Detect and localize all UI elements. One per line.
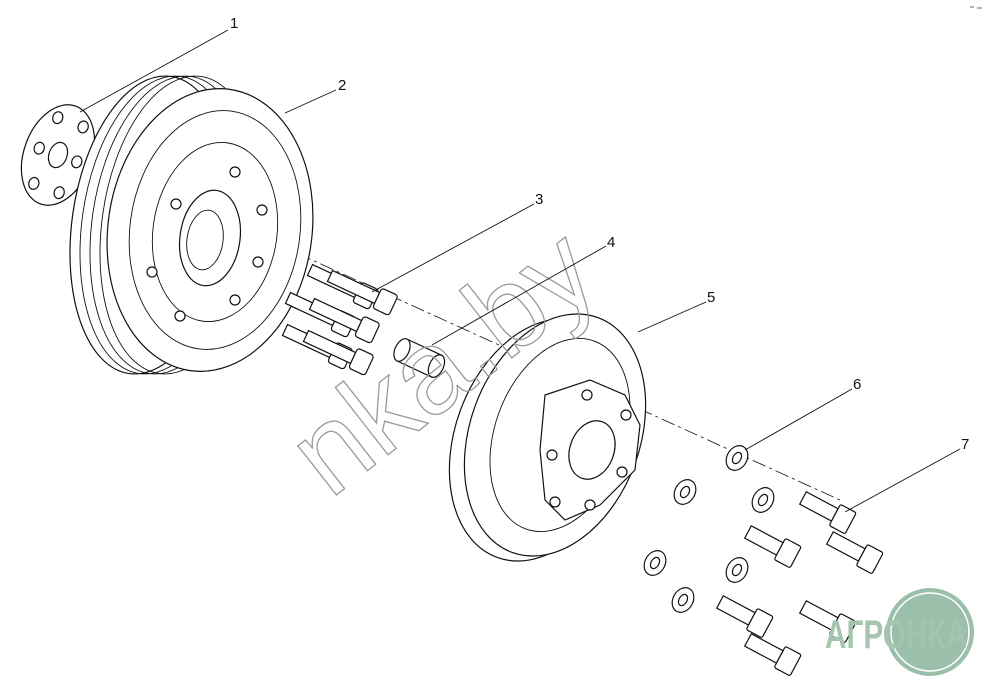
part-5-hub — [448, 313, 647, 562]
callout-2: 2 — [338, 77, 346, 94]
center-axis — [69, 149, 841, 501]
part-2-pulley — [69, 75, 314, 375]
part-7-bolts — [715, 491, 884, 676]
leader-lines — [79, 29, 961, 513]
logo: АГРОНКА — [825, 588, 974, 676]
callout-6: 6 — [853, 376, 861, 393]
part-4-bushing — [393, 338, 446, 378]
part-6-washers — [643, 445, 775, 613]
callout-7: 7 — [961, 436, 969, 453]
callout-3: 3 — [535, 191, 543, 208]
callout-4: 4 — [607, 234, 615, 251]
logo-text: АГРОНКА — [825, 613, 967, 657]
corner-mark — [970, 6, 974, 8]
callout-1: 1 — [230, 15, 238, 32]
part-3-bolts — [281, 263, 398, 376]
part-1-plate — [20, 104, 96, 206]
corner-mark — [977, 7, 982, 9]
callout-5: 5 — [707, 289, 715, 306]
